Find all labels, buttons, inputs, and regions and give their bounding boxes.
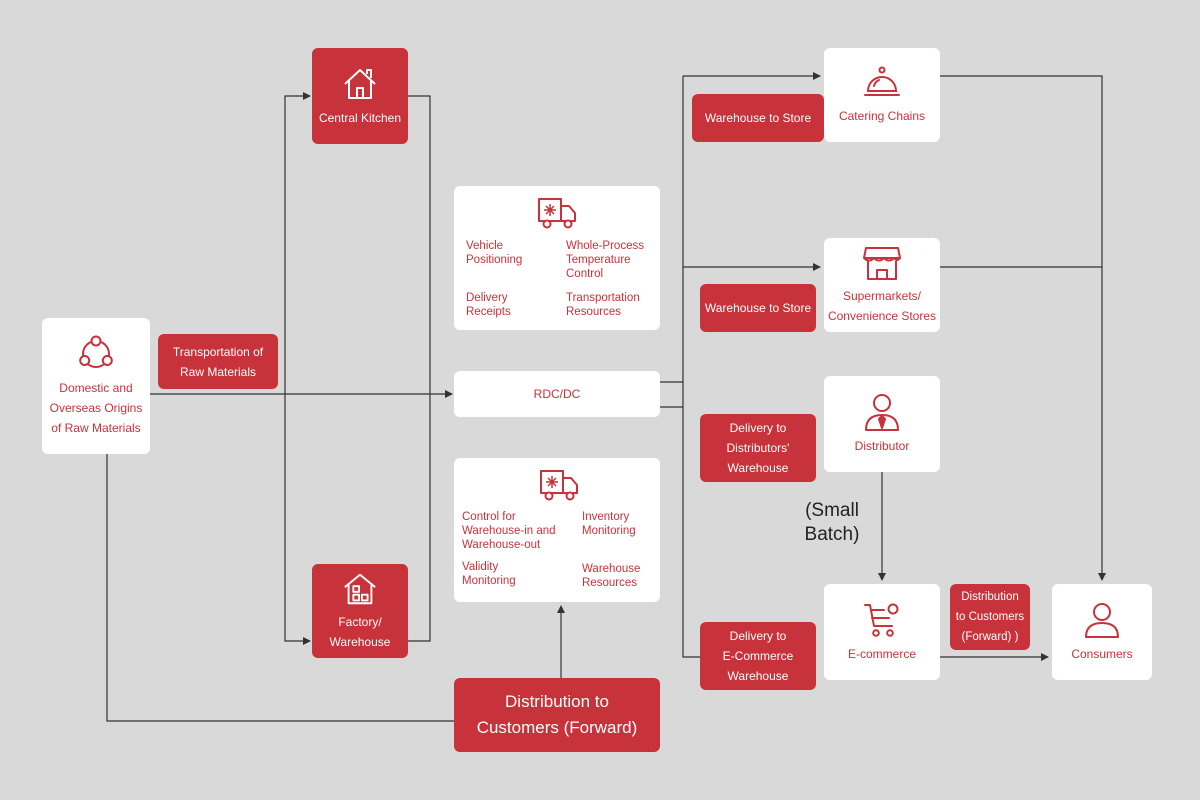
supermarkets-node[interactable]: Supermarkets/ Convenience Stores (824, 238, 940, 332)
delivery-ecommerce-label: Delivery to E-Commerce Warehouse (700, 622, 816, 690)
rdc-label: RDC/DC (533, 387, 581, 401)
house-icon (344, 69, 376, 99)
inventory-monitoring-text: Inventory Monitoring (582, 511, 636, 537)
delivery-ecommerce-text: Delivery to E-Commerce Warehouse (722, 629, 794, 683)
distribution-forward-main-label: Distribution to Customers (Forward) (454, 678, 660, 752)
warehouse-to-store-text-2: Warehouse to Store (704, 301, 812, 315)
rdc-node[interactable]: RDC/DC (454, 371, 660, 417)
ecommerce-node[interactable]: E-commerce (824, 584, 940, 680)
small-batch-note: (Small Batch) (804, 500, 860, 545)
warehouse-in-out-text: Control for Warehouse-in and Warehouse-o… (462, 511, 556, 551)
transportation-resources-text: Transportation Resources (566, 292, 640, 318)
ecommerce-label: E-commerce (847, 647, 916, 661)
delivery-distributors-label: Delivery to Distributors' Warehouse (700, 414, 816, 482)
user-icon (1085, 603, 1119, 638)
refrigerated-truck-icon (538, 198, 576, 229)
store-icon (863, 247, 901, 280)
transport-raw-label: Transportation of Raw Materials (158, 334, 278, 389)
share-nodes-icon (79, 335, 113, 368)
distributor-node[interactable]: Distributor (824, 376, 940, 472)
distribution-forward-small-label: Distribution to Customers (Forward) ) (950, 584, 1030, 650)
temperature-control-text: Whole-Process Temperature Control (566, 240, 644, 280)
warehouse-to-store-label-2: Warehouse to Store (700, 284, 816, 332)
warehouse-to-store-text-1: Warehouse to Store (704, 111, 812, 125)
distribution-forward-small-text: Distribution to Customers (Forward) ) (955, 591, 1025, 643)
factory-label: Factory/ Warehouse (329, 615, 391, 649)
warehouse-to-store-label-1: Warehouse to Store (692, 94, 824, 142)
validity-monitoring-text: Validity Monitoring (462, 561, 516, 587)
central-kitchen-label: Central Kitchen (318, 111, 402, 125)
distributor-label: Distributor (854, 439, 910, 453)
catering-chains-node[interactable]: Catering Chains (824, 48, 940, 142)
origins-node[interactable]: Domestic and Overseas Origins of Raw Mat… (42, 318, 150, 454)
warehouse-resources-text: Warehouse Resources (582, 563, 641, 589)
factory-node[interactable]: Factory/ Warehouse (312, 564, 408, 658)
warehouse-panel: Control for Warehouse-in and Warehouse-o… (454, 458, 660, 602)
cloche-icon (864, 66, 900, 96)
delivery-distributors-text: Delivery to Distributors' Warehouse (726, 421, 790, 475)
distribution-forward-main-text: Distribution to Customers (Forward) (476, 692, 638, 737)
transport-raw-text: Transportation of Raw Materials (172, 344, 264, 379)
transport-panel: Vehicle Positioning Whole-Process Temper… (454, 186, 660, 330)
origins-label: Domestic and Overseas Origins of Raw Mat… (49, 381, 143, 435)
person-tie-icon (865, 394, 899, 431)
central-kitchen-node[interactable]: Central Kitchen (312, 48, 408, 144)
delivery-receipts-text: Delivery Receipts (466, 292, 511, 318)
shopping-cart-icon (864, 603, 899, 637)
supermarkets-label: Supermarkets/ Convenience Stores (827, 289, 937, 323)
building-icon (344, 573, 376, 605)
refrigerated-truck-icon (540, 470, 578, 501)
vehicle-positioning-text: Vehicle Positioning (466, 240, 523, 266)
catering-chains-label: Catering Chains (838, 109, 926, 123)
consumers-label: Consumers (1071, 647, 1133, 661)
consumers-node[interactable]: Consumers (1052, 584, 1152, 680)
